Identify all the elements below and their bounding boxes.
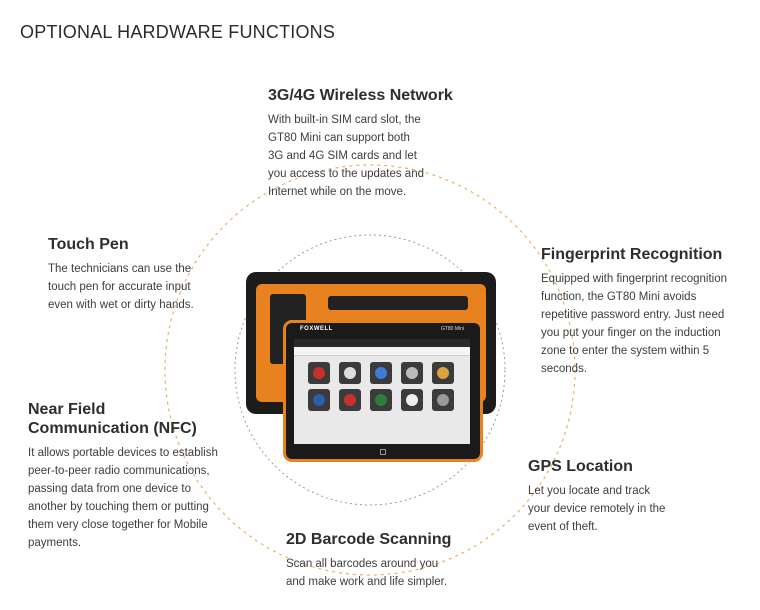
feature-barcode: 2D Barcode Scanning Scan all barcodes ar… [286,530,486,591]
feature-touch-pen: Touch Pen The technicians can use the to… [48,235,248,314]
feature-nfc: Near Field Communication (NFC) It allows… [28,400,238,552]
app-tile [401,389,423,411]
app-tile [432,389,454,411]
feature-wireless-body: With built-in SIM card slot, the GT80 Mi… [268,114,424,198]
app-tile [308,362,330,384]
app-tile [370,362,392,384]
feature-fingerprint: Fingerprint Recognition Equipped with fi… [541,245,756,378]
tablet-model-label: GT80 Mini [440,326,464,332]
feature-barcode-body: Scan all barcodes around you and make wo… [286,558,448,588]
tablet-screen [294,339,470,444]
tablet-back-slot-top [328,296,468,310]
feature-nfc-heading: Near Field Communication (NFC) [28,401,197,437]
app-tile [401,362,423,384]
feature-fingerprint-body: Equipped with fingerprint recognition fu… [541,273,728,375]
app-tile [339,389,361,411]
feature-barcode-heading: 2D Barcode Scanning [286,531,452,548]
feature-wireless-heading: 3G/4G Wireless Network [268,87,453,104]
feature-wireless-network: 3G/4G Wireless Network With built-in SIM… [268,86,468,201]
feature-nfc-body: It allows portable devices to establish … [28,447,218,549]
feature-touch-pen-body: The technicians can use the touch pen fo… [48,263,194,311]
app-tile [370,389,392,411]
tablet-front-image: FOXWELL GT80 Mini [283,320,483,462]
feature-gps-heading: GPS Location [528,458,633,475]
feature-touch-pen-heading: Touch Pen [48,236,129,253]
page-title: OPTIONAL HARDWARE FUNCTIONS [20,22,336,42]
tablet-brand-label: FOXWELL [300,326,333,332]
app-tile [339,362,361,384]
app-tile-grid [294,356,470,411]
feature-gps-body: Let you locate and track your device rem… [528,485,666,533]
feature-gps: GPS Location Let you locate and track yo… [528,457,728,536]
feature-fingerprint-heading: Fingerprint Recognition [541,246,723,263]
windows-icon [380,449,386,455]
app-tile [308,389,330,411]
app-tile [432,362,454,384]
